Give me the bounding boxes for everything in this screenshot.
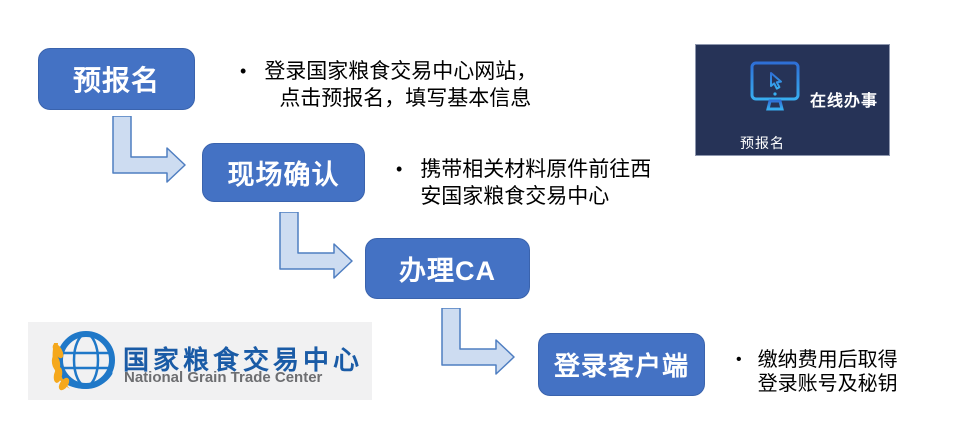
online-services-label: 在线办事 [810,93,879,110]
logo-chinese-name: 国家粮食交易中心 [123,345,364,375]
step-box-login-client: 登录客户端 [538,333,705,396]
note-line: 安国家粮食交易中心 [420,185,610,208]
note-line: 登录账号及秘钥 [757,373,898,395]
step-box-onsite-confirmation: 现场确认 [202,143,365,202]
note-line: 携带相关材料原件前往西 [420,158,652,181]
bullet-icon: • [396,159,403,179]
monitor-cursor-icon [750,61,800,116]
globe-wheat-icon [51,331,115,391]
bullet-icon: • [240,61,247,81]
bullet-icon: • [736,351,742,368]
online-services-panel[interactable]: 在线办事 预报名 [695,44,890,156]
bent-arrow-icon [279,212,353,279]
note-onsite-confirmation: • 携带相关材料原件前往西 安国家粮食交易中心 [396,156,651,210]
step-label: 现场确认 [227,160,340,190]
bent-arrow-icon [112,116,186,183]
step-box-pre-registration: 预报名 [38,48,195,110]
step-box-apply-ca: 办理CA [365,238,530,299]
note-pre-registration: • 登录国家粮食交易中心网站， 点击预报名，填写基本信息 [240,58,537,112]
step-label: 登录客户端 [553,351,689,381]
bent-arrow-icon [441,308,515,375]
step-label: 办理CA [399,256,496,286]
ngtc-logo: 国家粮食交易中心 National Grain Trade Center [28,322,372,400]
note-line: 点击预报名，填写基本信息 [279,87,532,110]
pre-registration-entry-label[interactable]: 预报名 [740,135,785,151]
logo-english-name: National Grain Trade Center [124,369,323,386]
note-line: 登录国家粮食交易中心网站， [264,60,538,83]
note-login-client: • 缴纳费用后取得 登录账号及秘钥 [736,348,898,396]
step-label: 预报名 [72,65,160,96]
note-line: 缴纳费用后取得 [757,349,898,371]
